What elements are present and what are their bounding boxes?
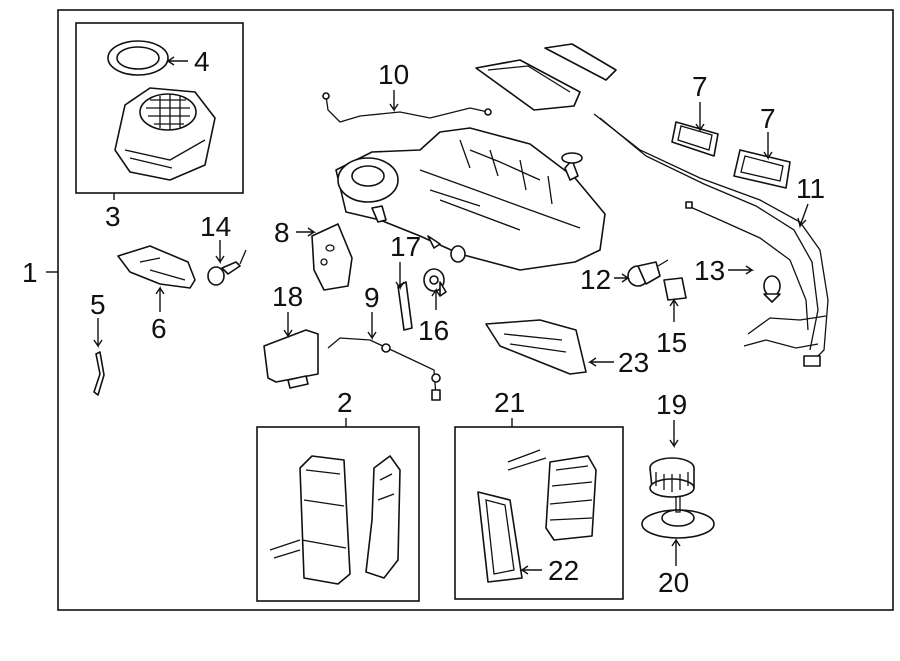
part-5-bracket (93, 351, 105, 396)
outer-frame (57, 9, 894, 611)
callout-8: 8 (274, 217, 290, 248)
part-20-blower-motor (641, 496, 715, 539)
part-21-heater-core (507, 449, 597, 541)
part-14-sensor (207, 249, 247, 286)
callout-21: 21 (494, 387, 525, 418)
part-2-evaporator (269, 455, 401, 585)
callout-10: 10 (378, 59, 409, 90)
part-12-actuator (627, 259, 669, 287)
callout-16: 16 (418, 315, 449, 346)
frame-2 (256, 426, 420, 602)
callout-17: 17 (390, 231, 421, 262)
part-6-duct (117, 245, 196, 289)
part-16-knob (423, 268, 447, 297)
leader-lines (93, 56, 809, 575)
callout-7b: 7 (760, 103, 776, 134)
callout-18: 18 (272, 281, 303, 312)
callout-15: 15 (656, 327, 687, 358)
part-4-seal (107, 40, 169, 76)
part-7-filter-b (733, 149, 791, 189)
callout-12: 12 (580, 264, 611, 295)
callout-2: 2 (337, 387, 353, 418)
part-13-connector (763, 275, 781, 303)
callout-19: 19 (656, 389, 687, 420)
part-9-tube (327, 337, 441, 401)
callout-14: 14 (200, 211, 231, 242)
part-top-panels (475, 43, 617, 111)
part-18-filter (263, 329, 319, 389)
callout-5: 5 (90, 289, 106, 320)
callout-9: 9 (364, 282, 380, 313)
frame-21 (454, 426, 624, 600)
part-10-tube (322, 92, 492, 123)
callout-13: 13 (694, 255, 725, 286)
part-8-cover (311, 223, 353, 291)
callout-3: 3 (105, 201, 121, 232)
callout-11: 11 (796, 173, 825, 204)
callout-1: 1 (22, 257, 38, 288)
callout-6: 6 (151, 313, 167, 344)
part-7-filter-a (671, 121, 719, 157)
callout-4: 4 (194, 46, 210, 77)
part-main-hvac-case (335, 127, 606, 271)
part-22-seal (477, 491, 523, 583)
part-19-blower-wheel (649, 457, 695, 498)
frame-3 (75, 22, 244, 194)
part-15-block (663, 277, 687, 301)
callout-23: 23 (618, 347, 649, 378)
callout-7a: 7 (692, 71, 708, 102)
part-23-tray (485, 319, 587, 375)
part-11-harness (593, 113, 829, 367)
callout-20: 20 (658, 567, 689, 598)
part-3-blower-housing (114, 87, 216, 181)
callout-22: 22 (548, 555, 579, 586)
